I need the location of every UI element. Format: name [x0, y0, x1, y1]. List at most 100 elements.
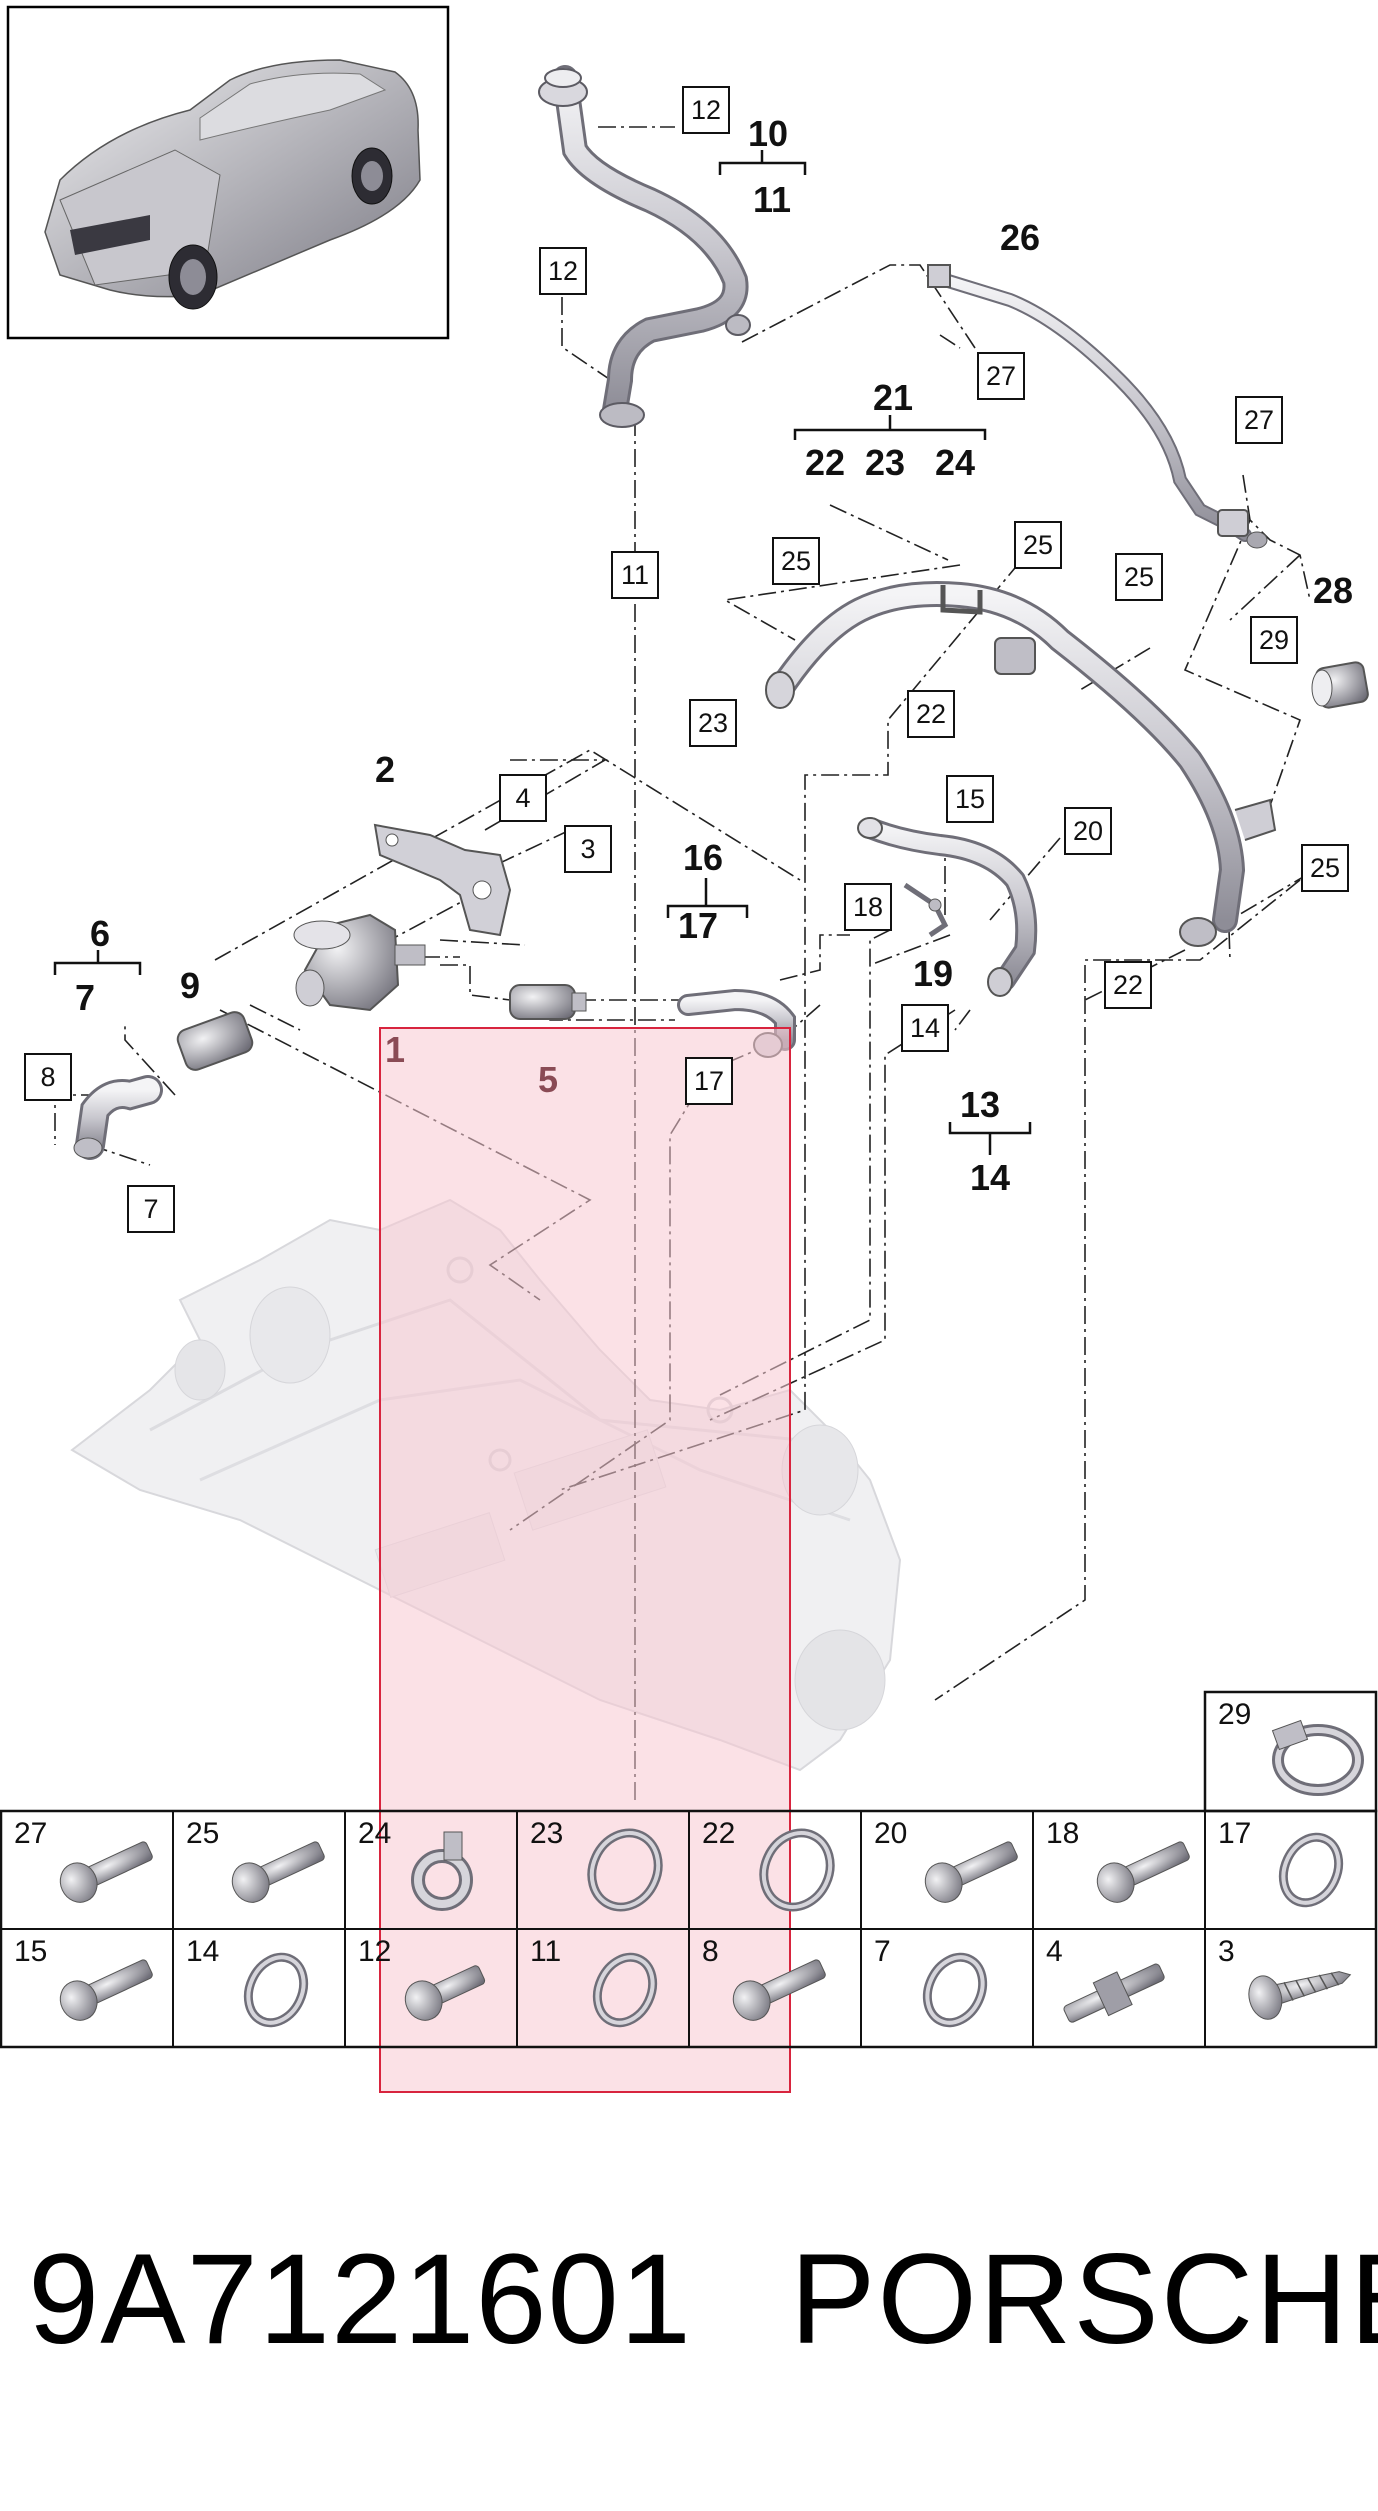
box-callout-8: 8: [24, 1053, 72, 1101]
callout-labels: 10 11 26 28 21 22 23 24 2 16 17 6 7 9 1 …: [75, 113, 1353, 1198]
callout-10: 10: [748, 113, 788, 154]
stud-icon: [1063, 1963, 1165, 2023]
pipe-26: [927, 264, 1268, 549]
svg-text:22: 22: [1113, 970, 1143, 1000]
box-callout-22b: 22: [1104, 961, 1152, 1009]
part-5-sensor: [509, 984, 587, 1020]
part-6-7-elbow: [73, 1075, 163, 1160]
o-ring-icon: [922, 1952, 988, 2028]
grid-label-r2c4: 11: [530, 1935, 561, 1968]
box-callout-25a: 25: [772, 537, 820, 585]
grid-label-r1c3: 24: [358, 1817, 391, 1850]
part-number: 9A7121601: [28, 2228, 692, 2371]
grid-label-r2c6: 7: [874, 1935, 891, 1968]
o-ring-icon: [1278, 1832, 1344, 1908]
svg-text:27: 27: [986, 361, 1016, 391]
svg-text:27: 27: [1244, 405, 1274, 435]
svg-text:8: 8: [40, 1062, 55, 1092]
svg-text:25: 25: [781, 546, 811, 576]
svg-text:17: 17: [694, 1066, 724, 1096]
svg-text:23: 23: [698, 708, 728, 738]
box-callout-23: 23: [689, 699, 737, 747]
part-28-cap: [1311, 661, 1369, 709]
svg-text:25: 25: [1023, 530, 1053, 560]
box-callout-20: 20: [1064, 807, 1112, 855]
grid-label-r1c6: 20: [874, 1817, 907, 1850]
callout-6: 6: [90, 913, 110, 954]
svg-text:14: 14: [910, 1013, 940, 1043]
pipe-10-11: [538, 65, 751, 428]
box-callout-29: 29: [1250, 616, 1298, 664]
callout-28: 28: [1313, 570, 1353, 611]
svg-text:4: 4: [515, 783, 530, 813]
box-callout-25d: 25: [1301, 844, 1349, 892]
footer: 9A7121601 PORSCHE: [0, 2225, 1378, 2375]
svg-text:29: 29: [1218, 1698, 1251, 1731]
bolt-icon: [59, 1959, 153, 2021]
box-callout-27b: 27: [1235, 396, 1283, 444]
callout-19: 19: [913, 953, 953, 994]
box-callout-18: 18: [844, 883, 892, 931]
callout-21: 21: [873, 377, 913, 418]
bolt-icon: [732, 1959, 826, 2021]
grid-label-r1c5: 22: [702, 1817, 735, 1850]
box-callout-12a: 12: [682, 86, 730, 134]
part-19-clip: [903, 882, 949, 938]
bolt-icon: [59, 1841, 153, 1903]
svg-text:25: 25: [1124, 562, 1154, 592]
callout-26: 26: [1000, 217, 1040, 258]
grid-label-r1c7: 18: [1046, 1817, 1079, 1850]
box-callout-3: 3: [564, 825, 612, 873]
grid-label-r2c5: 8: [702, 1935, 719, 1968]
fastener-grid: 29 27 25 24 23 22 20 18 17 15 14 12 11 8: [0, 1690, 1378, 2049]
o-ring-icon: [243, 1952, 309, 2028]
o-ring-icon: [592, 1952, 658, 2028]
box-callout-11: 11: [611, 551, 659, 599]
box-callout-7: 7: [127, 1185, 175, 1233]
grid-label-r1c8: 17: [1218, 1817, 1251, 1850]
svg-text:20: 20: [1073, 816, 1103, 846]
svg-text:11: 11: [621, 560, 649, 590]
callout-1: 1: [385, 1029, 405, 1070]
bolt-icon: [231, 1841, 325, 1903]
svg-text:7: 7: [143, 1194, 158, 1224]
callout-16: 16: [683, 837, 723, 878]
boxed-callouts: 12 12 11 27 27 29 25 25 25 25 23 22 22 4…: [24, 86, 1349, 1233]
box-callout-12b: 12: [539, 247, 587, 295]
box-callout-4: 4: [499, 774, 547, 822]
callout-9: 9: [180, 965, 200, 1006]
box-callout-17: 17: [685, 1057, 733, 1105]
bolt-icon: [924, 1841, 1018, 1903]
svg-text:15: 15: [955, 784, 985, 814]
screw-icon: [1248, 1971, 1352, 2020]
grid-label-r1c1: 27: [14, 1817, 47, 1850]
highlight-region: [379, 1027, 791, 2093]
hose-clamp-icon: [1271, 1719, 1364, 1796]
svg-text:25: 25: [1310, 853, 1340, 883]
box-callout-25b: 25: [1014, 521, 1062, 569]
pipe-21-22-23-24: [765, 581, 1277, 947]
bolt-icon: [1096, 1841, 1190, 1903]
grid-label-r2c8: 3: [1218, 1935, 1235, 1968]
svg-text:22: 22: [916, 699, 946, 729]
grouping-brackets: [53, 150, 1032, 1155]
svg-text:3: 3: [580, 834, 595, 864]
svg-text:29: 29: [1259, 625, 1289, 655]
svg-text:12: 12: [548, 256, 578, 286]
grid-cell-29: 29: [1203, 1690, 1378, 1813]
part-1-pump: [293, 913, 426, 1012]
brand-name: PORSCHE: [790, 2228, 1378, 2371]
box-callout-27a: 27: [977, 352, 1025, 400]
callout-23: 23: [865, 442, 905, 483]
box-callout-25c: 25: [1115, 553, 1163, 601]
grid-label-r2c1: 15: [14, 1935, 47, 1968]
bolt-icon: [404, 1965, 486, 2021]
o-ring-icon: [587, 1828, 663, 1912]
clamp-icon: [411, 1831, 473, 1911]
grid-label-r2c7: 4: [1046, 1935, 1063, 1968]
grid-label-r1c4: 23: [530, 1817, 563, 1850]
callout-7: 7: [75, 977, 95, 1018]
part-9-hose: [176, 1011, 254, 1071]
box-callout-22a: 22: [907, 690, 955, 738]
